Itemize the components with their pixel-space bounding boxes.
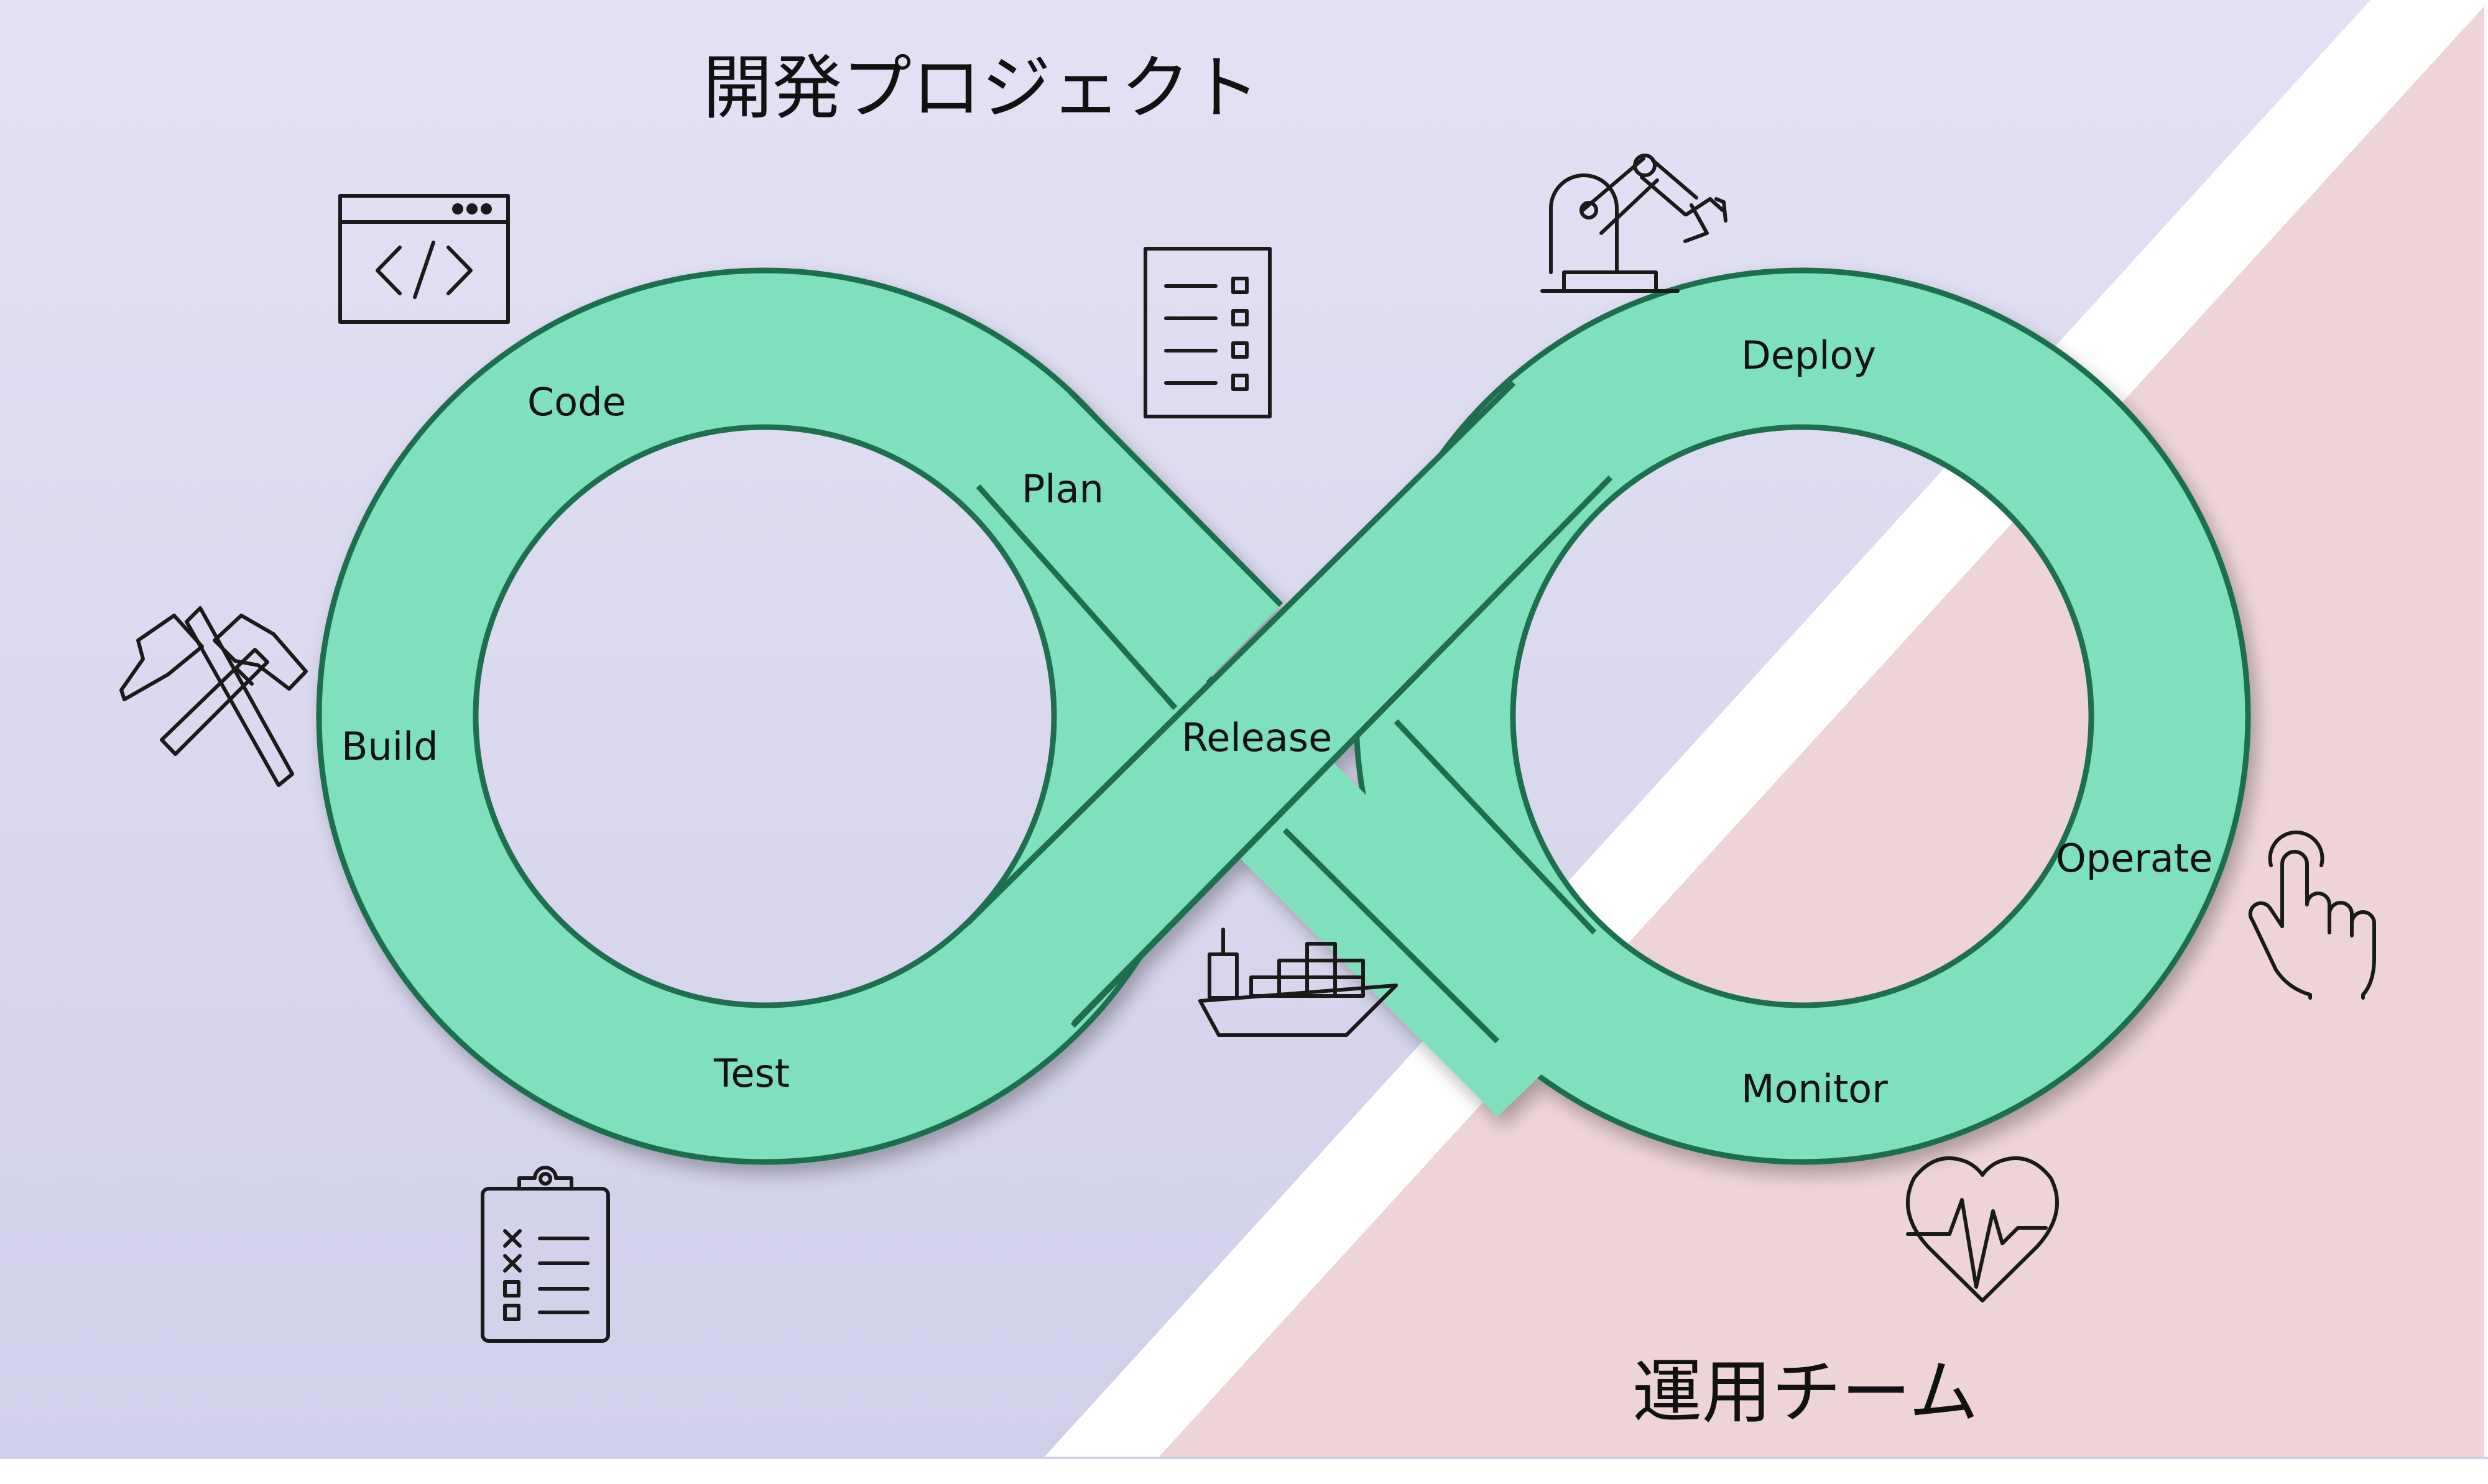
stage-label-test: Test [713, 1051, 790, 1096]
ops-region-title: 運用チーム [1632, 1352, 1979, 1433]
stage-label-build: Build [341, 724, 438, 769]
clipboard-icon [481, 1166, 610, 1343]
hammer-icon [119, 606, 308, 787]
dev-region-title: 開発プロジェクト [703, 48, 1260, 129]
stage-label-operate: Operate [2056, 836, 2213, 881]
code-window-icon [338, 194, 510, 324]
stage-label-code: Code [527, 379, 626, 425]
stage-label-deploy: Deploy [1741, 333, 1876, 378]
stage-label-monitor: Monitor [1741, 1066, 1888, 1112]
heart-rate-icon [1906, 1156, 2059, 1302]
checklist-icon [1144, 247, 1272, 418]
stage-label-release: Release [1182, 715, 1332, 760]
robot-arm-icon [1540, 154, 1727, 293]
tap-hand-icon [2248, 830, 2376, 1000]
stage-label-plan: Plan [1022, 466, 1104, 512]
cargo-ship-icon [1198, 928, 1398, 1037]
infinity-loop [316, 267, 2251, 1165]
